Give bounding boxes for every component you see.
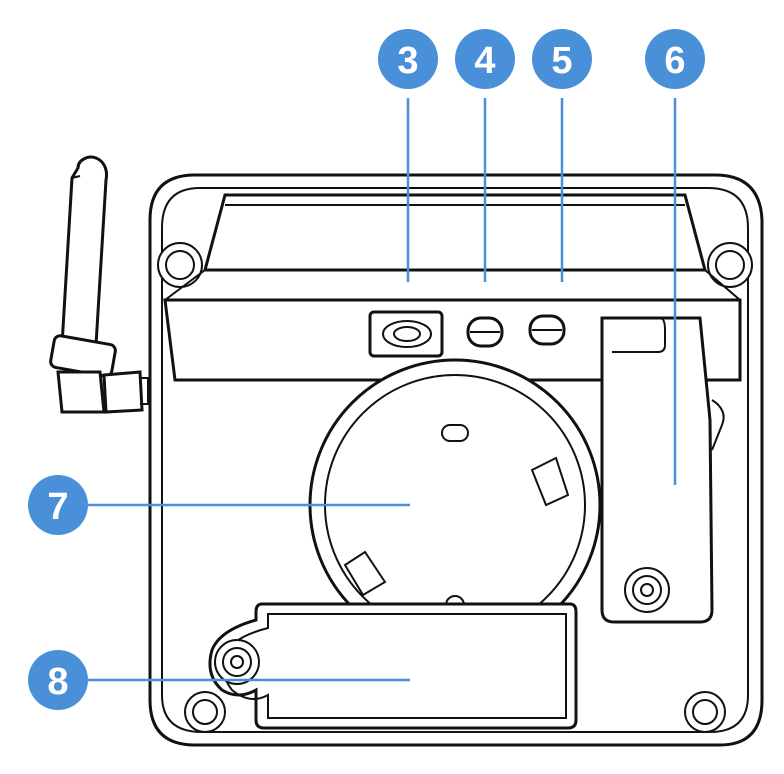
callout-8-label: 8 bbox=[47, 661, 68, 703]
callout-3: 3 bbox=[378, 29, 438, 89]
battery-compartment bbox=[210, 604, 576, 728]
button-5 bbox=[530, 316, 564, 344]
callout-3-label: 3 bbox=[397, 40, 418, 82]
callout-5-label: 5 bbox=[551, 40, 572, 82]
antenna bbox=[50, 157, 148, 412]
button-4 bbox=[468, 318, 502, 346]
callout-5: 5 bbox=[532, 29, 592, 89]
callout-4-label: 4 bbox=[474, 40, 495, 82]
callout-4: 4 bbox=[455, 29, 515, 89]
callout-7: 7 bbox=[28, 475, 88, 535]
side-compartment bbox=[602, 318, 724, 622]
callout-7-label: 7 bbox=[47, 486, 68, 528]
callout-6-label: 6 bbox=[664, 40, 685, 82]
power-jack bbox=[370, 312, 442, 356]
callout-6: 6 bbox=[645, 29, 705, 89]
callout-8: 8 bbox=[28, 650, 88, 710]
